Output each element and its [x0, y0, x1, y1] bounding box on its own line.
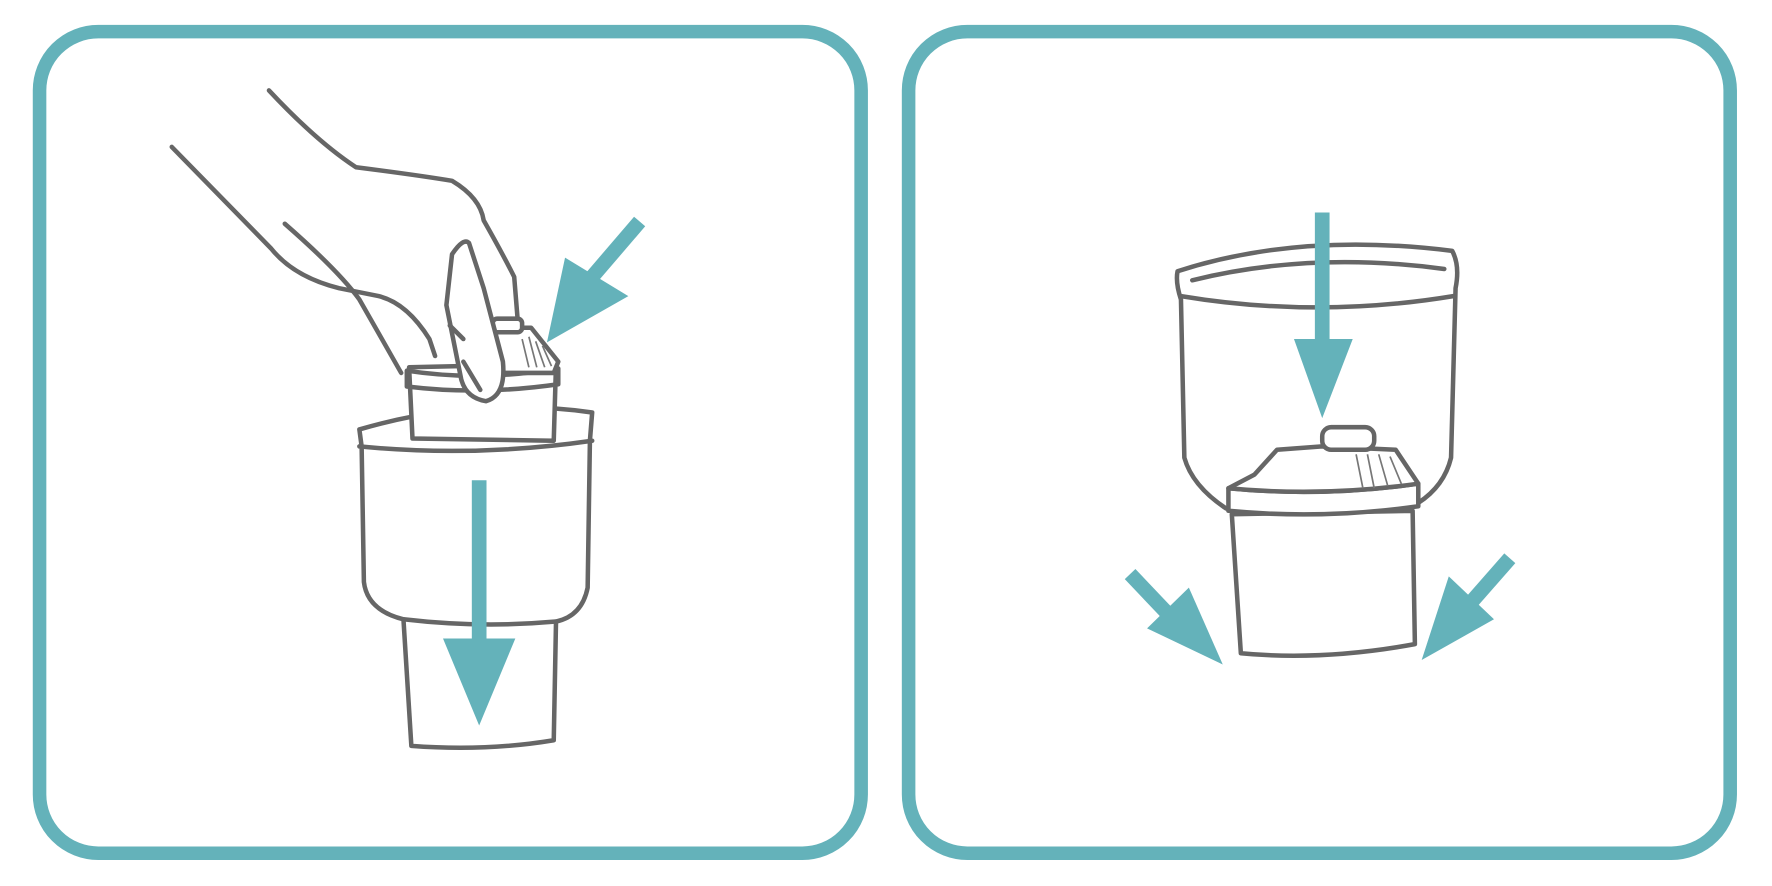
arrow-diagonal-left-icon [1124, 569, 1223, 665]
arrow-diagonal-right-icon [1421, 553, 1516, 660]
panel-step-1 [32, 24, 868, 861]
panel-step-2 [901, 24, 1737, 861]
arrow-diagonal-icon [546, 216, 646, 343]
hand [169, 88, 520, 404]
arrow-down-icon [443, 480, 516, 726]
filter-cartridge-seated [1226, 424, 1421, 658]
arrow-down-icon [1293, 212, 1353, 419]
